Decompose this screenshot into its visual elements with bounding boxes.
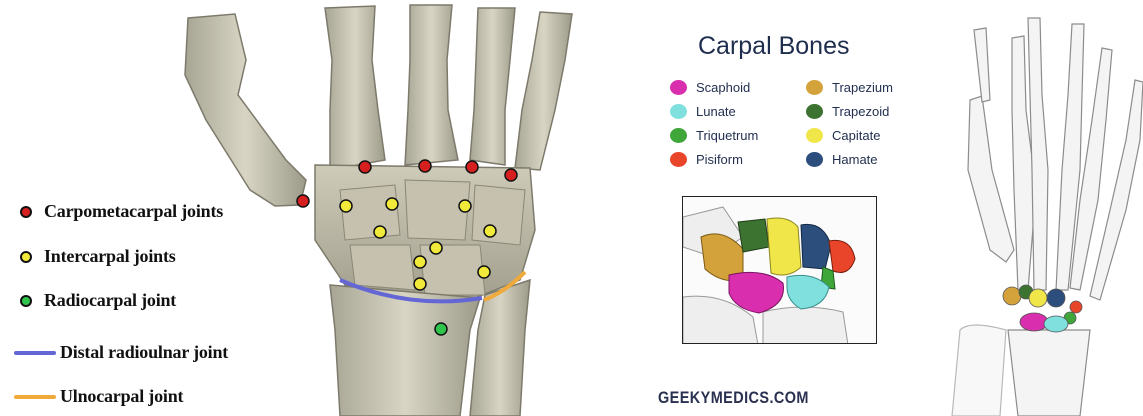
carpal-inset-image: [682, 196, 877, 344]
legend-label: Distal radioulnar joint: [60, 342, 228, 363]
hand-carpal-bones: [1003, 285, 1082, 332]
key-label: Lunate: [696, 104, 736, 119]
key-label: Scaphoid: [696, 80, 750, 95]
metacarpal-5: [515, 12, 572, 170]
metacarpal-2: [325, 6, 385, 170]
key-hamate: Hamate: [806, 152, 878, 167]
key-label: Pisiform: [696, 152, 743, 167]
carpal-bones-figure: Carpal Bones Scaphoid Lunate Triquetrum …: [640, 0, 930, 416]
thumb-bone: [185, 14, 306, 206]
legend-label: Ulnocarpal joint: [60, 386, 183, 407]
legend-intercarpal: Intercarpal joints: [20, 246, 176, 267]
trapezium-swatch-icon: [806, 80, 823, 95]
watermark: GEEKYMEDICS.COM: [658, 388, 809, 408]
legend-label: Carpometacarpal joints: [44, 201, 223, 222]
scaphoid-swatch-icon: [670, 80, 687, 95]
green-dot-icon: [20, 295, 32, 307]
hand-skeleton-figure: [930, 0, 1143, 416]
metacarpal-3: [405, 5, 458, 165]
key-label: Capitate: [832, 128, 880, 143]
key-lunate: Lunate: [670, 104, 736, 119]
key-capitate: Capitate: [806, 128, 880, 143]
legend-label: Intercarpal joints: [44, 246, 176, 267]
legend-radiocarpal: Radiocarpal joint: [20, 290, 176, 311]
key-label: Trapezium: [832, 80, 893, 95]
key-trapezoid: Trapezoid: [806, 104, 889, 119]
radius-bone: [330, 285, 480, 416]
legend-carpometacarpal: Carpometacarpal joints: [20, 201, 223, 222]
legend-ulnocarpal: Ulnocarpal joint: [14, 386, 183, 407]
lunate-swatch-icon: [670, 104, 687, 119]
hamate-swatch-icon: [806, 152, 823, 167]
key-label: Trapezoid: [832, 104, 889, 119]
pisiform-swatch-icon: [670, 152, 687, 167]
yellow-dot-icon: [20, 251, 32, 263]
orange-line-icon: [14, 395, 56, 399]
key-triquetrum: Triquetrum: [670, 128, 758, 143]
legend-distal-radioulnar: Distal radioulnar joint: [14, 342, 228, 363]
metacarpal-4: [470, 8, 515, 165]
figure-title: Carpal Bones: [698, 32, 849, 61]
legend-label: Radiocarpal joint: [44, 290, 176, 311]
triquetrum-swatch-icon: [670, 128, 687, 143]
red-dot-icon: [20, 206, 32, 218]
trapezoid-swatch-icon: [806, 104, 823, 119]
key-label: Hamate: [832, 152, 878, 167]
key-scaphoid: Scaphoid: [670, 80, 750, 95]
capitate-swatch-icon: [806, 128, 823, 143]
key-label: Triquetrum: [696, 128, 758, 143]
carpal-bones-illustration: [683, 197, 877, 344]
key-trapezium: Trapezium: [806, 80, 893, 95]
blue-line-icon: [14, 351, 56, 355]
hand-skeleton-illustration: [930, 0, 1143, 416]
wrist-joints-figure: Carpometacarpal joints Intercarpal joint…: [0, 0, 640, 416]
radiocarpal-marker: [435, 323, 447, 335]
key-pisiform: Pisiform: [670, 152, 743, 167]
